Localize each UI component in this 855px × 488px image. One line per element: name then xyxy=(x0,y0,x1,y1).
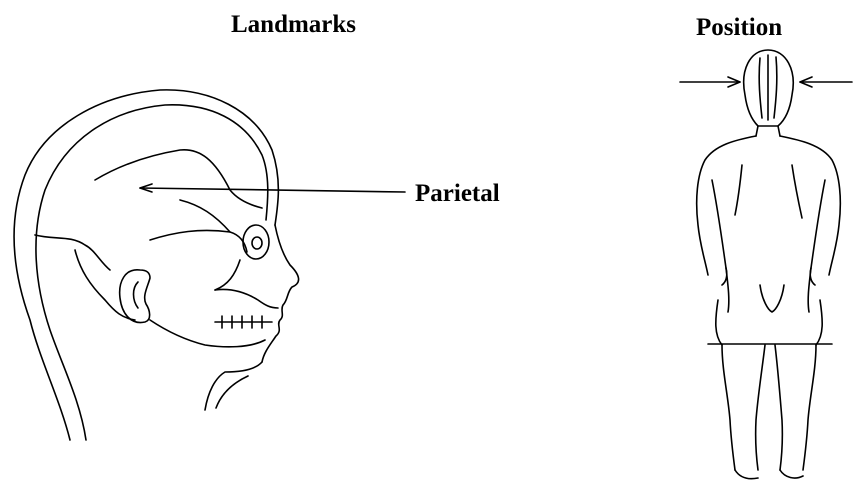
figure-leg-left-inner xyxy=(756,345,765,470)
figure-hair-lines xyxy=(759,55,777,120)
figure-torso-left xyxy=(697,136,756,275)
figure-torso-right xyxy=(780,136,840,275)
figure-arm-left xyxy=(712,180,727,285)
figure-leg-right-outer xyxy=(803,345,816,470)
figure-back-line-left xyxy=(735,165,742,215)
figure-leg-left-outer xyxy=(722,345,735,470)
figure-feet xyxy=(735,470,803,479)
figure-leg-right-inner xyxy=(775,345,782,470)
figure-neck xyxy=(756,126,780,136)
figure-hips xyxy=(716,300,822,345)
figure-buttocks xyxy=(760,285,784,312)
figure-back-line-right xyxy=(792,165,802,218)
figure-arm-right xyxy=(810,180,825,285)
figure-waist xyxy=(726,268,811,312)
